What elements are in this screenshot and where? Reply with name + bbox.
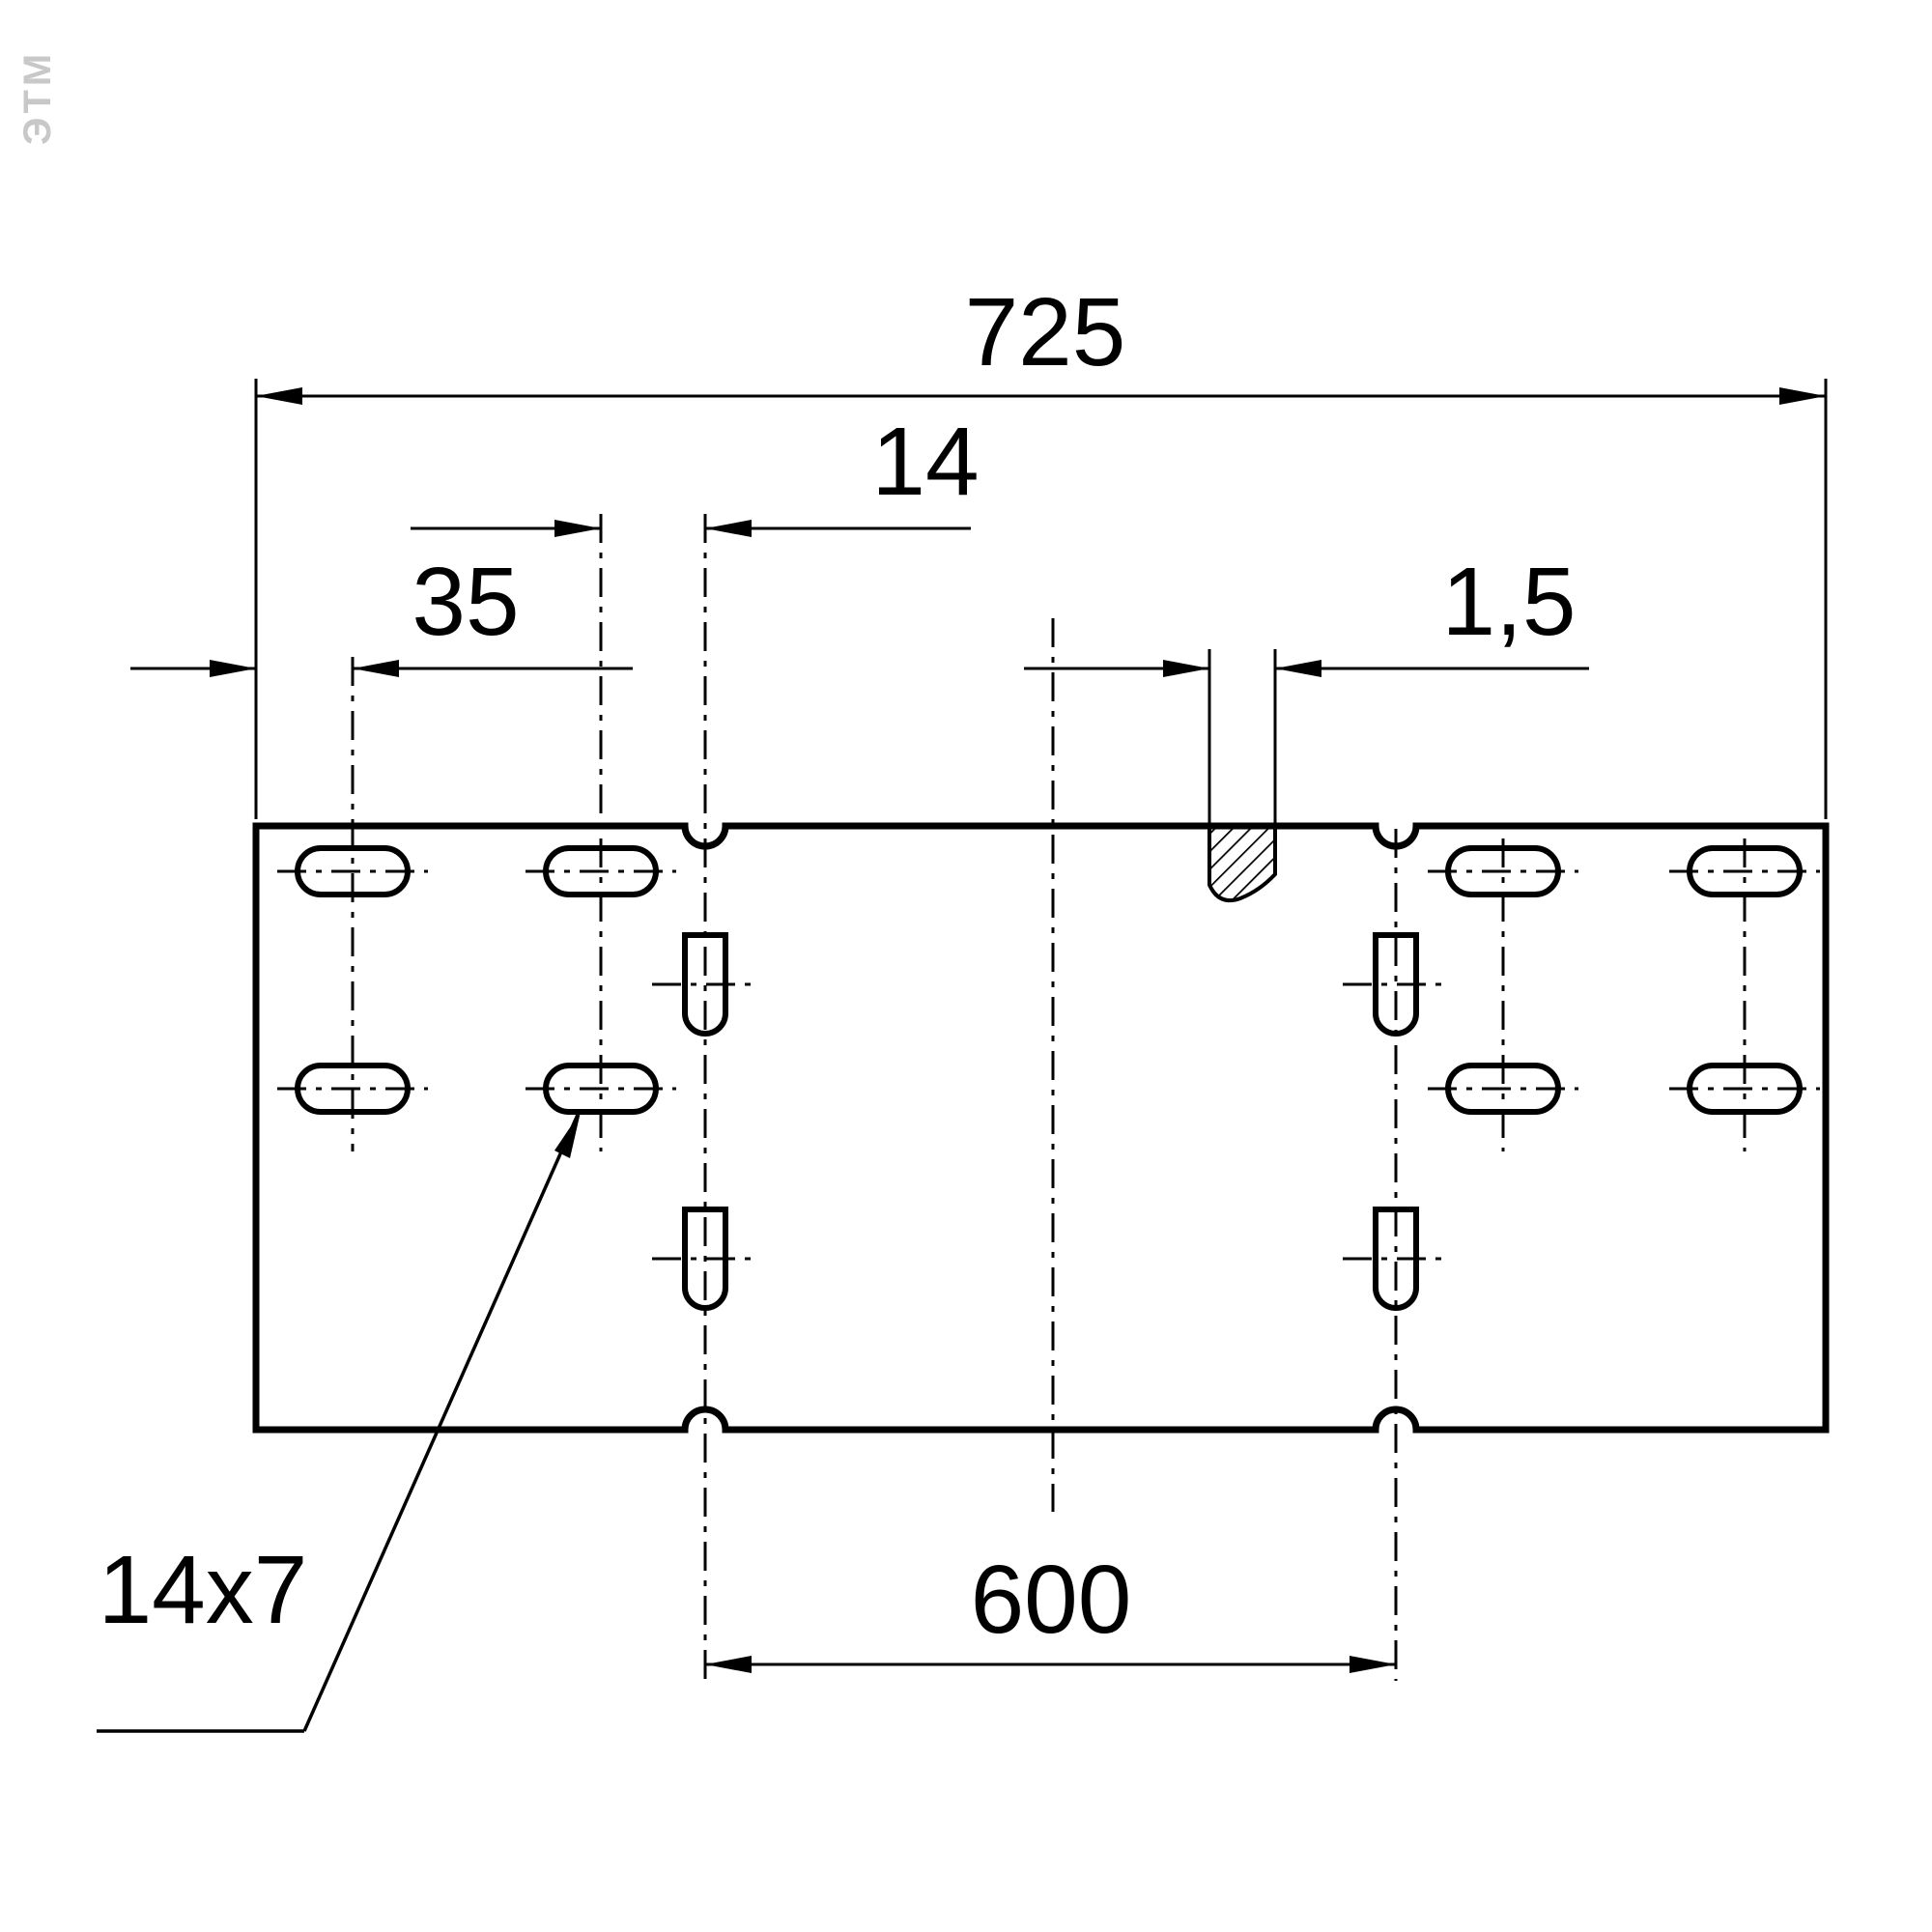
dimension-base-width: 600 — [705, 1546, 1396, 1673]
arrowhead — [1779, 387, 1826, 405]
dimension-label-14: 14 — [871, 408, 979, 516]
dimension-sheet-thickness: 1,5 — [1024, 548, 1589, 823]
plate-bottom-edge — [252, 1406, 1830, 1434]
arrowhead — [256, 387, 302, 405]
arrowhead — [1275, 660, 1321, 677]
section-cut-hatch — [1208, 825, 1277, 903]
leader-arrowhead — [554, 1112, 581, 1158]
dimension-label-600: 600 — [971, 1546, 1132, 1654]
dimension-label-1-5: 1,5 — [1441, 548, 1576, 656]
arrowhead — [1350, 1656, 1396, 1673]
slot-size-callout: 14x7 — [97, 1112, 581, 1733]
plate-top-edge — [252, 822, 1830, 850]
arrowhead — [210, 660, 256, 677]
arrowhead — [705, 1656, 752, 1673]
dimension-label-35: 35 — [412, 548, 519, 656]
plate-outline — [252, 822, 1830, 1434]
dimension-label-725: 725 — [965, 278, 1126, 386]
watermark-text: ЭТМ — [16, 50, 59, 145]
centerlines — [277, 514, 1820, 1681]
leader-line — [302, 1114, 580, 1732]
dimension-overall-width: 725 — [254, 278, 1828, 819]
dimension-hole-to-bend: 14 — [411, 408, 980, 537]
arrowhead — [1163, 660, 1209, 677]
arrowhead — [705, 520, 752, 537]
arrowhead — [353, 660, 399, 677]
arrowhead — [554, 520, 601, 537]
dimension-edge-to-hole: 35 — [130, 548, 633, 677]
slot-size-label: 14x7 — [99, 1536, 308, 1644]
